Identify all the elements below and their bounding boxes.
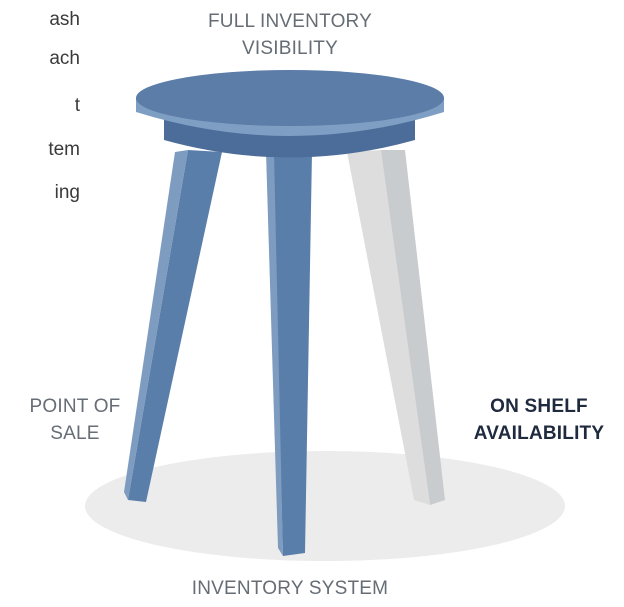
- leg-center-shade: [266, 152, 283, 556]
- label-top-line-2: VISIBILITY: [242, 38, 338, 59]
- label-on-shelf-availability: ON SHELF AVAILABILITY: [464, 393, 614, 447]
- cutoff-text-line-2: ach: [49, 48, 80, 69]
- cutoff-text-line-3: t: [74, 95, 80, 116]
- label-inventory-system: INVENTORY SYSTEM: [191, 578, 389, 599]
- leg-right-shade: [380, 150, 445, 505]
- label-point-of-sale: POINT OF SALE: [10, 393, 140, 447]
- cutoff-text-line-5: ing: [54, 182, 80, 203]
- leg-right: [347, 150, 430, 505]
- floor-shadow: [85, 451, 565, 561]
- label-left-line-2: SALE: [50, 423, 100, 444]
- leg-center: [272, 152, 312, 556]
- seat-top: [136, 70, 444, 126]
- cutoff-text-line-1: ash: [49, 9, 80, 30]
- label-left-line-1: POINT OF: [29, 396, 121, 417]
- leg-left: [128, 150, 222, 502]
- cutoff-text-line-4: tem: [48, 139, 80, 160]
- label-full-inventory-visibility: FULL INVENTORY VISIBILITY: [170, 8, 410, 62]
- label-top-line-1: FULL INVENTORY: [208, 11, 372, 32]
- label-right-line-2: AVAILABILITY: [473, 423, 605, 444]
- leg-left-shade: [124, 150, 188, 500]
- label-right-line-1: ON SHELF: [490, 396, 588, 417]
